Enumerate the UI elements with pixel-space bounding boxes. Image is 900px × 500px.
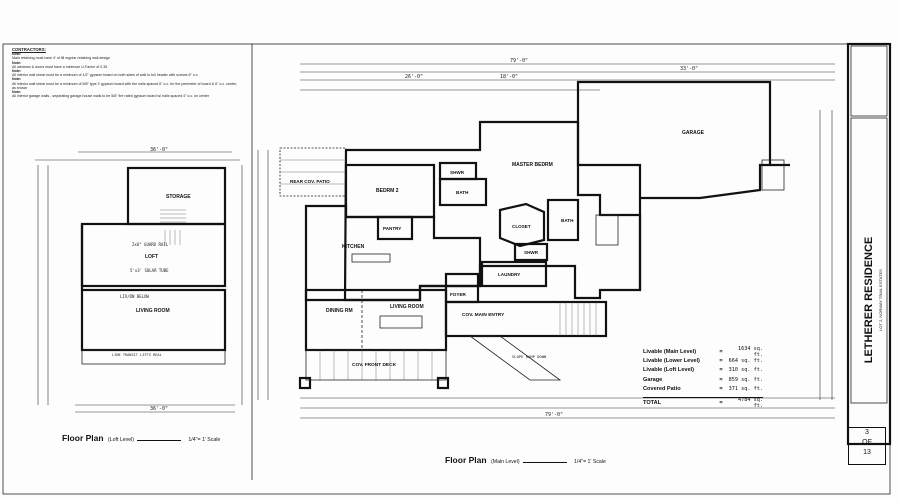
note-item: Note:All windows & doors must have a min… <box>12 60 108 69</box>
main-level-plan: 79'-0" 26'-0" 18'-0" 33'-0" 79'-0" GARAG… <box>257 58 835 419</box>
room-laundry: LAUNDRY <box>498 272 520 277</box>
svg-text:36'-0": 36'-0" <box>150 147 168 153</box>
room-foyer: FOYER <box>450 292 467 297</box>
svg-text:36'-0": 36'-0" <box>150 406 168 412</box>
room-front-deck: COV. FRONT DECK <box>352 362 397 368</box>
caption-loft-level: Floor Plan (Loft Level) 1/4"= 1' Scale <box>62 433 221 443</box>
room-bath-top: BATH <box>456 190 469 195</box>
title-block-address: LOT 2, NORWAY TRAIL ESTATES <box>878 269 883 331</box>
note-item: Note:Main retaining must have 4' of fill… <box>12 52 110 61</box>
svg-text:SLOPE RAMP DOWN: SLOPE RAMP DOWN <box>512 354 547 359</box>
svg-text:18'-0": 18'-0" <box>500 74 518 80</box>
room-shwr-mid: SHWR <box>524 250 539 255</box>
room-master: MASTER BEDRM <box>512 162 553 168</box>
room-living-left: LIVING ROOM <box>136 308 170 314</box>
sheet-number: 3 <box>865 429 869 436</box>
loft-level-plan: 36'-0" 36'-0" STORAGE LOFT 2x6" GUARD RA… <box>35 147 243 413</box>
room-living-main: LIVING ROOM <box>390 304 424 310</box>
room-main-entry: COV. MAIN ENTRY <box>462 312 505 318</box>
totals-row: Livable (Lower Level)=664 sq. ft. <box>643 357 763 364</box>
sheet-number-box: 3 OF 13 <box>848 427 886 465</box>
room-closet: CLOSET <box>512 224 531 229</box>
totals-row: Covered Patio=371 sq. ft. <box>643 385 763 392</box>
room-pantry: PANTRY <box>383 226 401 231</box>
contractor-notes: CONTRACTORS: Note:Main retaining must ha… <box>12 47 240 99</box>
room-garage: GARAGE <box>682 130 705 136</box>
svg-text:2x6" GUARD RAIL: 2x6" GUARD RAIL <box>132 242 169 247</box>
sheet-of: OF <box>862 439 872 446</box>
room-bath-right: BATH <box>561 218 574 223</box>
room-dining: DINING RM <box>326 308 353 314</box>
totals-row: Livable (Loft Level)=310 sq. ft. <box>643 367 763 374</box>
totals-row: Livable (Main Level)=1634 sq. ft. <box>643 345 763 358</box>
notes-heading: CONTRACTORS: <box>12 47 46 52</box>
svg-text:79'-0": 79'-0" <box>510 58 528 64</box>
area-totals-table: Livable (Main Level)=1634 sq. ft. Livabl… <box>643 345 763 410</box>
room-rear-patio: REAR COV. PATIO <box>290 179 330 184</box>
title-block-name: LETHERER RESIDENCE <box>863 237 875 364</box>
svg-text:79'-0": 79'-0" <box>545 412 563 418</box>
note-item: Note:All interior wall shear must be a m… <box>12 69 199 78</box>
room-kitchen: KITCHEN <box>342 244 365 250</box>
title-block: LETHERER RESIDENCE LOT 2, NORWAY TRAIL E… <box>846 42 892 446</box>
svg-text:26'-0": 26'-0" <box>405 74 423 80</box>
room-loft: LOFT <box>145 254 158 260</box>
svg-text:33'-0": 33'-0" <box>680 66 698 72</box>
svg-text:LINE TRANSIT LIFTS REAL: LINE TRANSIT LIFTS REAL <box>112 353 162 357</box>
svg-text:LIV/DN BELOW: LIV/DN BELOW <box>120 294 149 299</box>
room-storage: STORAGE <box>166 194 191 200</box>
caption-main-level: Floor Plan (Main Level) 1/4"= 1' Scale <box>445 455 606 465</box>
sheet-total: 13 <box>863 449 871 456</box>
svg-text:5'x3' SOLAR TUBE: 5'x3' SOLAR TUBE <box>130 268 169 273</box>
room-shwr-top: SHWR <box>450 170 465 175</box>
note-item: Note:All interior wall shear must be a m… <box>12 77 237 90</box>
room-bedroom2: BEDRM 2 <box>376 188 399 194</box>
note-item: Note:All interior garage walls - separat… <box>12 90 210 99</box>
totals-row: Garage=859 sq. ft. <box>643 376 763 383</box>
totals-total-row: TOTAL=4784 sq. ft. <box>643 397 763 410</box>
